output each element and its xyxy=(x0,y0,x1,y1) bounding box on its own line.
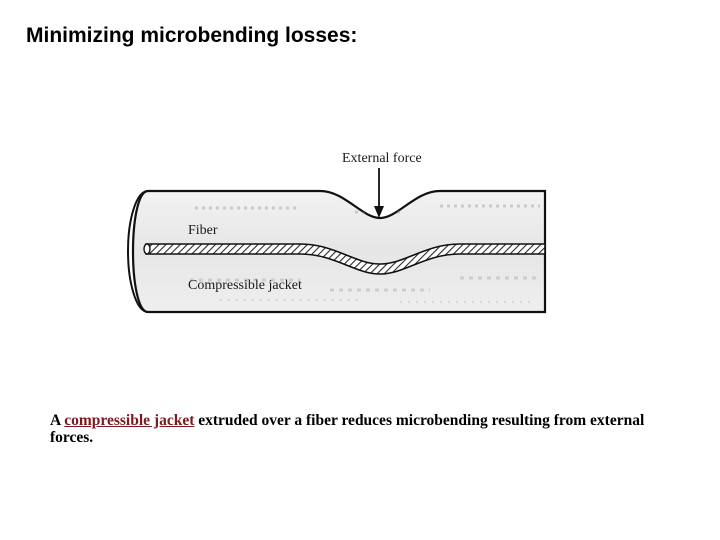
fiber xyxy=(145,243,546,275)
label-compressible-jacket: Compressible jacket xyxy=(188,278,302,293)
slide-title: Minimizing microbending losses: xyxy=(26,24,358,47)
label-fiber: Fiber xyxy=(188,223,218,238)
caption-term-link[interactable]: compressible jacket xyxy=(64,412,195,429)
diagram-svg: External force Fiber Compressible jacket xyxy=(126,151,547,314)
external-force-arrowhead xyxy=(374,206,384,218)
caption-suffix: extruded over a fiber reduces microbendi… xyxy=(50,412,645,446)
caption-prefix: A xyxy=(50,412,65,429)
label-external-force: External force xyxy=(342,151,422,166)
fiber-end xyxy=(143,243,151,255)
jacket-end-cap xyxy=(126,190,149,313)
microbending-diagram: External force Fiber Compressible jacket xyxy=(100,140,560,325)
figure-caption: A compressible jacket extruded over a fi… xyxy=(50,412,690,446)
